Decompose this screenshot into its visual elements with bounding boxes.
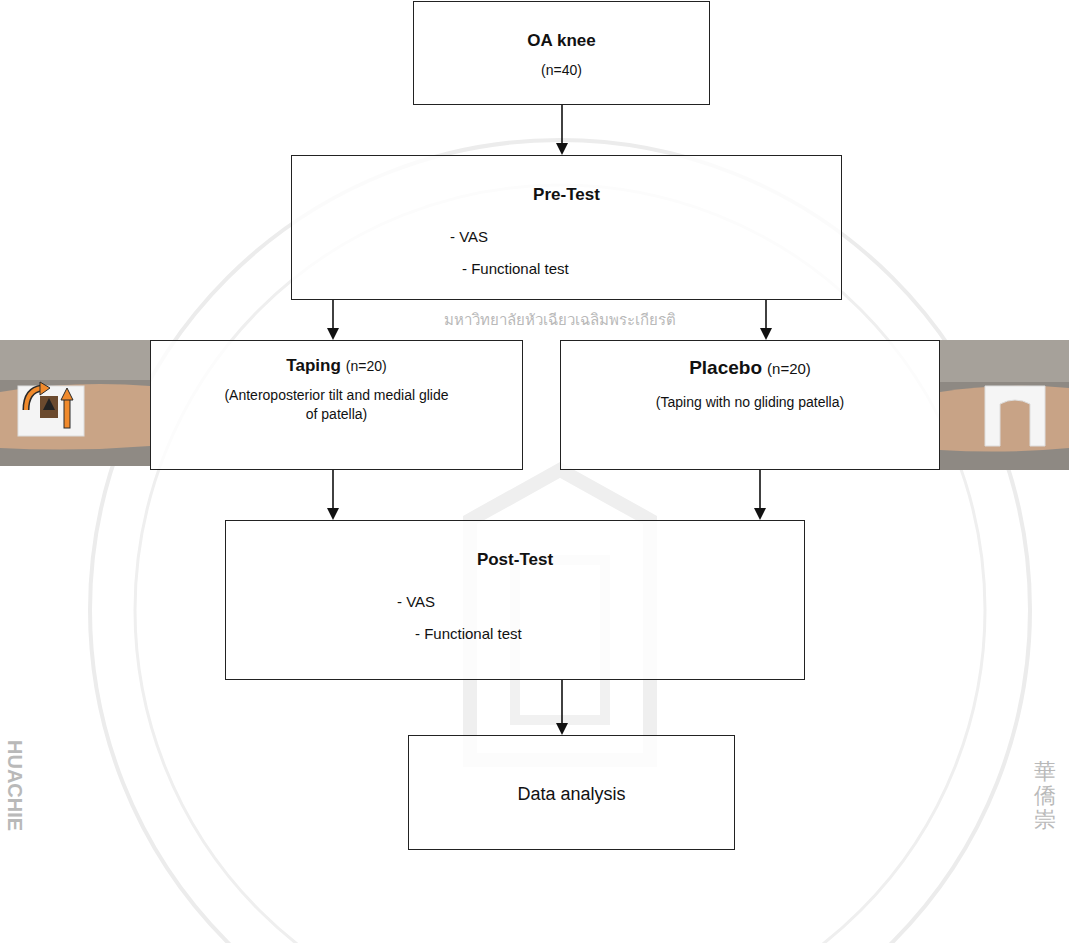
end-box: Data analysis <box>408 735 735 850</box>
node-title: OA knee <box>527 31 595 50</box>
watermark-text: HUACHIE <box>3 740 26 831</box>
text-line: OA knee <box>414 30 709 53</box>
connector-line <box>561 105 563 144</box>
process-box: Pre-Test - VAS - Functional test <box>291 155 842 300</box>
watermark-text: มหาวิทยาลัยหัวเฉียวเฉลิมพระเกียรติ <box>444 308 676 332</box>
text-line: Pre-Test <box>292 184 841 207</box>
node-text: (n=40) <box>541 62 582 78</box>
text-line: Post-Test <box>226 549 804 572</box>
text-line: Data analysis <box>409 782 734 806</box>
flow-arrow <box>327 470 339 520</box>
node-text: (n=20) <box>346 358 387 374</box>
taping-photo <box>0 340 150 466</box>
arrow-head <box>760 328 772 340</box>
node-text: (Anteroposterior tilt and medial glide o… <box>224 387 448 422</box>
flow-arrow <box>760 300 772 340</box>
connector-line <box>759 470 761 509</box>
node-title: Taping <box>286 356 340 375</box>
node-title: Placebo <box>689 357 762 378</box>
flow-arrow <box>556 105 568 155</box>
placebo-photo <box>940 340 1069 470</box>
seal-ring <box>90 140 1030 943</box>
text-line: Taping (n=20) <box>151 355 522 378</box>
text-line: (Anteroposterior tilt and medial glide o… <box>216 386 458 424</box>
connector-line <box>332 300 334 329</box>
group-box: Placebo (n=20) (Taping with no gliding pat… <box>560 340 940 470</box>
node-text: - VAS <box>450 228 488 245</box>
node-text: - VAS <box>397 593 435 610</box>
flow-arrow <box>556 680 568 735</box>
start-box: OA knee (n=40) <box>413 1 710 105</box>
text-line: (Taping with no gliding patella) <box>584 393 916 412</box>
flow-arrow <box>327 300 339 340</box>
node-title: Pre-Test <box>533 185 600 204</box>
connector-line <box>561 680 563 724</box>
arrow-head <box>327 328 339 340</box>
text-line: (n=40) <box>414 61 709 80</box>
process-box: Post-Test - VAS - Functional test <box>225 520 805 680</box>
text-line: - VAS <box>391 592 804 612</box>
text-line: Placebo (n=20) <box>561 355 939 381</box>
text-line: - Functional test <box>409 624 804 644</box>
connector-line <box>765 300 767 329</box>
arrow-head <box>556 143 568 155</box>
flow-arrow <box>754 470 766 520</box>
node-text: Data analysis <box>517 784 625 804</box>
connector-line <box>332 470 334 509</box>
group-box: Taping (n=20) (Anteroposterior tilt and me… <box>150 340 523 470</box>
text-line: - VAS <box>444 227 841 247</box>
text-line: - Functional test <box>456 259 841 279</box>
node-text: - Functional test <box>415 625 522 642</box>
node-text: (Taping with no gliding patella) <box>656 394 844 410</box>
node-title: Post-Test <box>477 550 553 569</box>
arrow-head <box>754 508 766 520</box>
arrow-head <box>327 508 339 520</box>
node-text: - Functional test <box>462 260 569 277</box>
arrow-head <box>556 723 568 735</box>
watermark-text: 華僑崇 <box>1034 760 1056 833</box>
node-text: (n=20) <box>767 360 811 377</box>
